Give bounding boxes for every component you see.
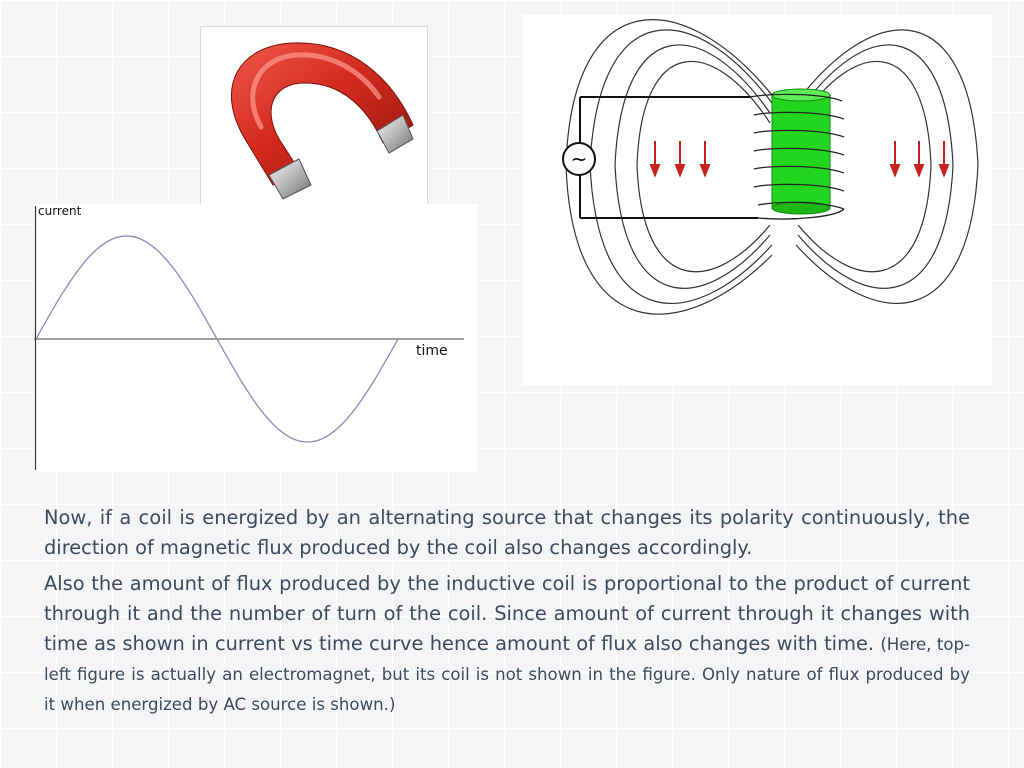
paragraph-1: Now, if a coil is energized by an altern… bbox=[44, 506, 970, 559]
horseshoe-magnet-image bbox=[200, 26, 428, 215]
y-axis-label: current bbox=[38, 204, 82, 218]
magnet-pole-left bbox=[268, 158, 312, 200]
ac-source-symbol: ~ bbox=[571, 147, 588, 171]
figure-note: (Here, top-left figure is actually an el… bbox=[44, 635, 970, 714]
body-text: Now, if a coil is energized by an altern… bbox=[44, 503, 970, 719]
paragraph-2-main: Also the amount of flux produced by the … bbox=[44, 572, 970, 655]
ac-coil-flux-diagram: ~ bbox=[522, 15, 992, 385]
coil-windings bbox=[749, 93, 845, 220]
paragraph-2: Also the amount of flux produced by the … bbox=[44, 569, 970, 719]
x-axis-label: time bbox=[416, 343, 448, 359]
ac-source-icon bbox=[562, 142, 596, 176]
horseshoe-magnet-drawing bbox=[230, 42, 414, 200]
graph-svg: current time bbox=[34, 204, 464, 470]
magnet-pole-right bbox=[376, 114, 414, 154]
flux-direction-arrows bbox=[649, 141, 950, 178]
sine-wave-curve bbox=[35, 235, 399, 443]
coil-diagram-svg: ~ bbox=[562, 19, 979, 315]
current-vs-time-graph: current time bbox=[34, 204, 478, 472]
circuit-wires bbox=[579, 96, 758, 219]
magnet-body bbox=[230, 42, 414, 186]
